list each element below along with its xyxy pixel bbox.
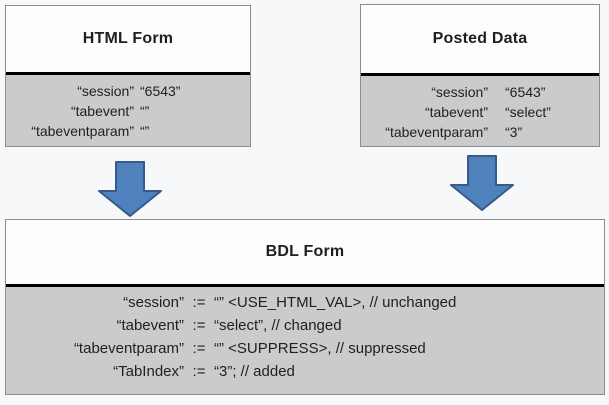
- field-name: “tabevent”: [116, 317, 184, 334]
- field-value: “”: [140, 103, 150, 119]
- field-value: “6543”: [505, 84, 546, 100]
- field-name: “tabevent”: [70, 103, 134, 119]
- field-name: “TabIndex”: [113, 363, 184, 380]
- field-value: “” <SUPPRESS>, // suppressed: [214, 337, 604, 360]
- table-row: “TabIndex” := “3”; // added: [6, 360, 604, 383]
- field-name: “tabeventparam”: [73, 340, 184, 357]
- html-form-body: “session” “6543” “tabevent” “” “tabevent…: [6, 75, 250, 146]
- table-row: “session” “6543”: [361, 82, 599, 102]
- field-name: “session”: [431, 84, 488, 100]
- field-name: “tabeventparam”: [385, 124, 488, 140]
- table-row: “session” := “” <USE_HTML_VAL>, // uncha…: [6, 291, 604, 314]
- down-arrow-shape: [98, 161, 162, 217]
- assign-operator: :=: [192, 294, 206, 311]
- bdl-form-body: “session” := “” <USE_HTML_VAL>, // uncha…: [6, 287, 604, 394]
- assigned-value: “3”;: [214, 363, 237, 380]
- field-comment: // unchanged: [369, 294, 457, 311]
- table-row: “tabevent” “”: [6, 101, 250, 121]
- field-comment: // changed: [271, 317, 342, 334]
- field-value: “select”, // changed: [214, 314, 604, 337]
- field-name: “tabevent”: [424, 104, 488, 120]
- field-value: “”: [140, 123, 150, 139]
- field-comment: // suppressed: [335, 340, 426, 357]
- html-form-box: HTML Form “session” “6543” “tabevent” “”…: [5, 5, 251, 147]
- posted-data-body: “session” “6543” “tabevent” “select” “ta…: [361, 76, 599, 146]
- table-row: “tabeventparam” “3”: [361, 122, 599, 142]
- down-arrow-icon: [98, 161, 162, 217]
- html-form-title: HTML Form: [6, 6, 250, 75]
- assign-operator: :=: [192, 340, 206, 357]
- down-arrow-icon: [450, 155, 514, 211]
- field-value: “select”: [505, 104, 551, 120]
- table-row: “session” “6543”: [6, 81, 250, 101]
- field-value: “3”: [505, 124, 523, 140]
- field-value: “6543”: [140, 83, 181, 99]
- field-value: “” <USE_HTML_VAL>, // unchanged: [214, 291, 604, 314]
- posted-data-title: Posted Data: [361, 5, 599, 76]
- bdl-form-title: BDL Form: [6, 220, 604, 287]
- field-name: “tabeventparam”: [31, 123, 134, 139]
- field-comment: // added: [240, 363, 295, 380]
- assigned-value: “” <SUPPRESS>,: [214, 340, 332, 357]
- field-name: “session”: [123, 294, 184, 311]
- bdl-form-box: BDL Form “session” := “” <USE_HTML_VAL>,…: [5, 219, 605, 395]
- field-value: “3”; // added: [214, 360, 604, 383]
- assign-operator: :=: [192, 363, 206, 380]
- assigned-value: “” <USE_HTML_VAL>,: [214, 294, 366, 311]
- posted-data-box: Posted Data “session” “6543” “tabevent” …: [360, 4, 600, 147]
- assign-operator: :=: [192, 317, 206, 334]
- table-row: “tabevent” “select”: [361, 102, 599, 122]
- table-row: “tabevent” := “select”, // changed: [6, 314, 604, 337]
- table-row: “tabeventparam” := “” <SUPPRESS>, // sup…: [6, 337, 604, 360]
- field-name: “session”: [77, 83, 134, 99]
- table-row: “tabeventparam” “”: [6, 121, 250, 141]
- assigned-value: “select”,: [214, 317, 268, 334]
- down-arrow-shape: [450, 155, 514, 211]
